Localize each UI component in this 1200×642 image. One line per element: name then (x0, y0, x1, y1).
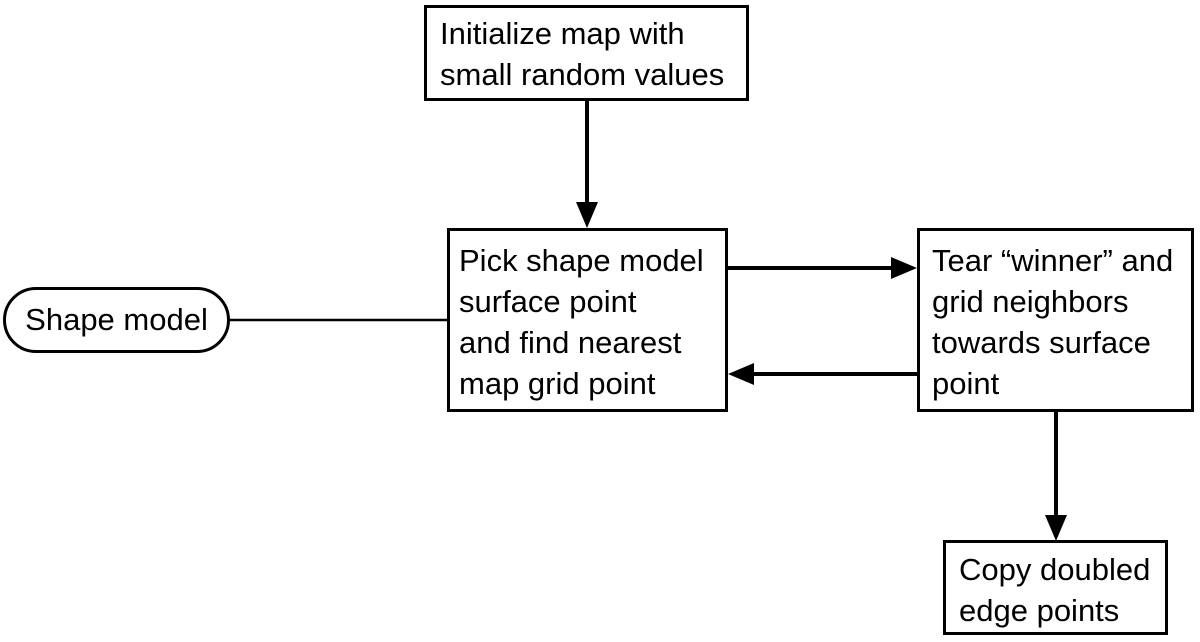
node-pick-surface-point: Pick shape model surface point and find … (447, 228, 728, 412)
node-tear-winner: Tear “winner” and grid neighbors towards… (917, 228, 1194, 412)
node-shape-model-label: Shape model (25, 302, 208, 337)
edge-tear-to-copy (1045, 412, 1067, 541)
edge-tear-to-pick (728, 363, 917, 385)
node-tear-winner-label: Tear “winner” and grid neighbors towards… (932, 243, 1174, 401)
node-initialize-map-label: Initialize map with small random values (440, 16, 725, 92)
edge-pick-to-tear (728, 257, 917, 279)
node-shape-model: Shape model (3, 287, 230, 353)
node-copy-edge-points: Copy doubled edge points (943, 540, 1168, 635)
node-copy-edge-points-label: Copy doubled edge points (959, 552, 1151, 628)
node-pick-surface-point-label: Pick shape model surface point and find … (459, 243, 704, 401)
node-initialize-map: Initialize map with small random values (424, 5, 749, 101)
edge-initialize-to-pick (576, 100, 598, 228)
